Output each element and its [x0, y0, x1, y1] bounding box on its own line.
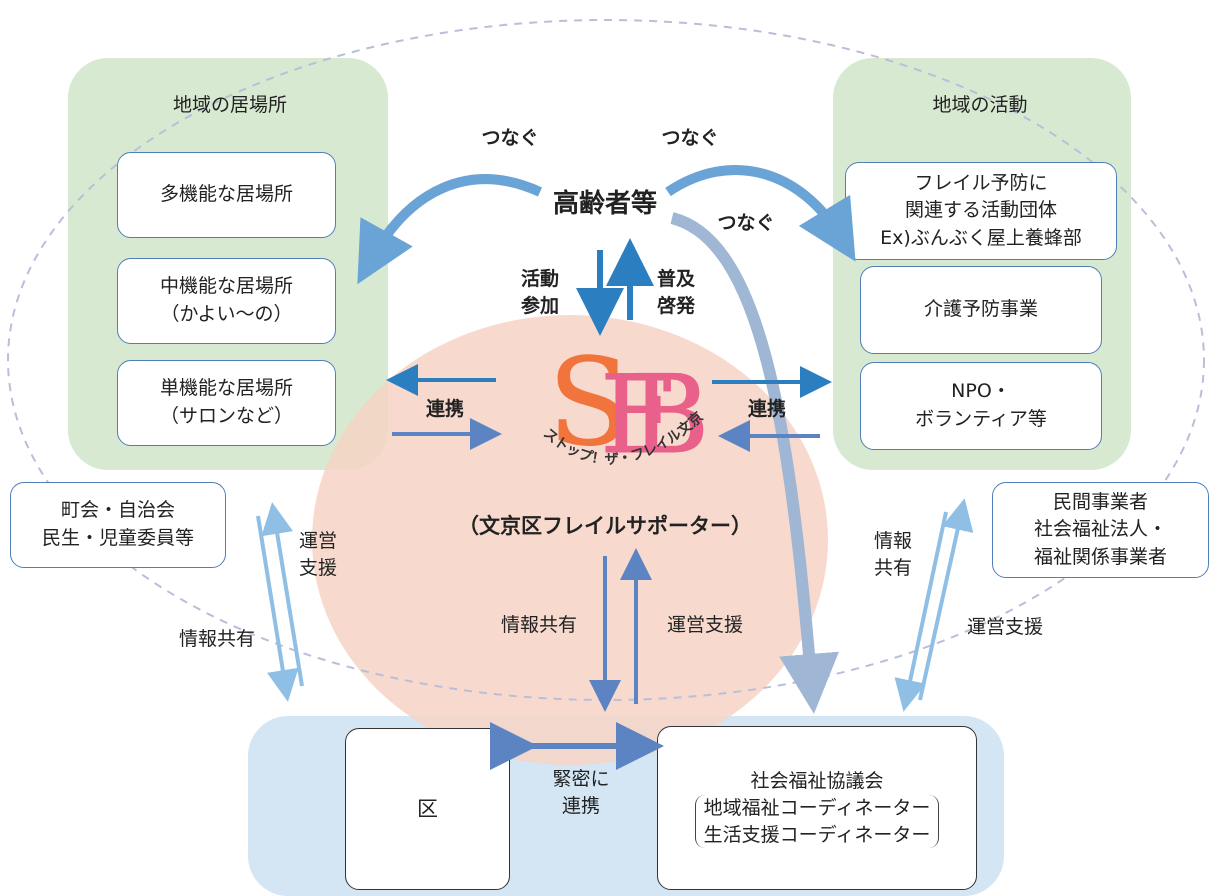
right-support-label: 運営支援: [966, 616, 1043, 638]
participation-label: 活動 参加: [520, 268, 559, 317]
close-coop-label: 緊密に 連携: [552, 768, 610, 817]
elderly-label: 高齢者等: [552, 189, 657, 219]
renkei-right-label: 連携: [747, 398, 786, 420]
promotion-label: 普及 啓発: [656, 268, 695, 317]
right-support-arrow: [918, 498, 974, 701]
ward-box: 区: [345, 728, 510, 890]
logo-letter-b: B: [630, 353, 709, 478]
neighborhood-associations: 町会・自治会 民生・児童委員等: [10, 482, 226, 568]
left-panel-title: 地域の居場所: [172, 94, 287, 116]
center-info-label: 情報共有: [500, 614, 577, 636]
supporter-label: （文京区フレイルサポーター）: [458, 514, 752, 538]
private-businesses: 民間事業者 社会福祉法人・ 福祉関係事業者: [992, 482, 1209, 578]
council-roles: 地域福祉コーディネーター 生活支援コーディネーター: [694, 795, 940, 849]
connect-arrow-right: [665, 165, 856, 262]
supporter-circle: [312, 315, 828, 765]
left-support-label: 運営 支援: [298, 530, 337, 579]
council-title: 社会福祉協議会: [750, 769, 884, 792]
connect-arrow-down: [670, 212, 839, 714]
place-single-function: 単機能な居場所 （サロンなど）: [117, 360, 336, 446]
left-support-arrow: [261, 502, 304, 687]
center-support-label: 運営支援: [666, 614, 743, 636]
left-info-arrow: [256, 515, 299, 702]
right-info-label: 情報 共有: [873, 530, 912, 579]
connect-arrow-left: [357, 174, 543, 285]
place-mid-function: 中機能な居場所 （かよい〜の）: [117, 258, 336, 344]
connect-left-label: つなぐ: [481, 127, 539, 149]
left-info-label: 情報共有: [178, 628, 255, 650]
right-panel-title: 地域の活動: [932, 94, 1028, 116]
connect-right-label: つなぐ: [661, 127, 719, 149]
social-welfare-council: 社会福祉協議会 地域福祉コーディネーター 生活支援コーディネーター: [657, 726, 977, 890]
right-info-arrow: [894, 511, 948, 712]
activity-npo: NPO・ ボランティア等: [860, 362, 1102, 450]
activity-care-prevention: 介護予防事業: [860, 266, 1102, 354]
logo-letter-f: F: [600, 353, 675, 478]
renkei-left-label: 連携: [425, 398, 464, 420]
logo-letter-s: S: [548, 334, 630, 473]
activity-frail-groups: フレイル予防に 関連する活動団体 Ex)ぶんぶく屋上養蜂部: [845, 162, 1117, 260]
place-multi-function: 多機能な居場所: [117, 152, 336, 238]
connect-down-label: つなぐ: [717, 212, 775, 234]
